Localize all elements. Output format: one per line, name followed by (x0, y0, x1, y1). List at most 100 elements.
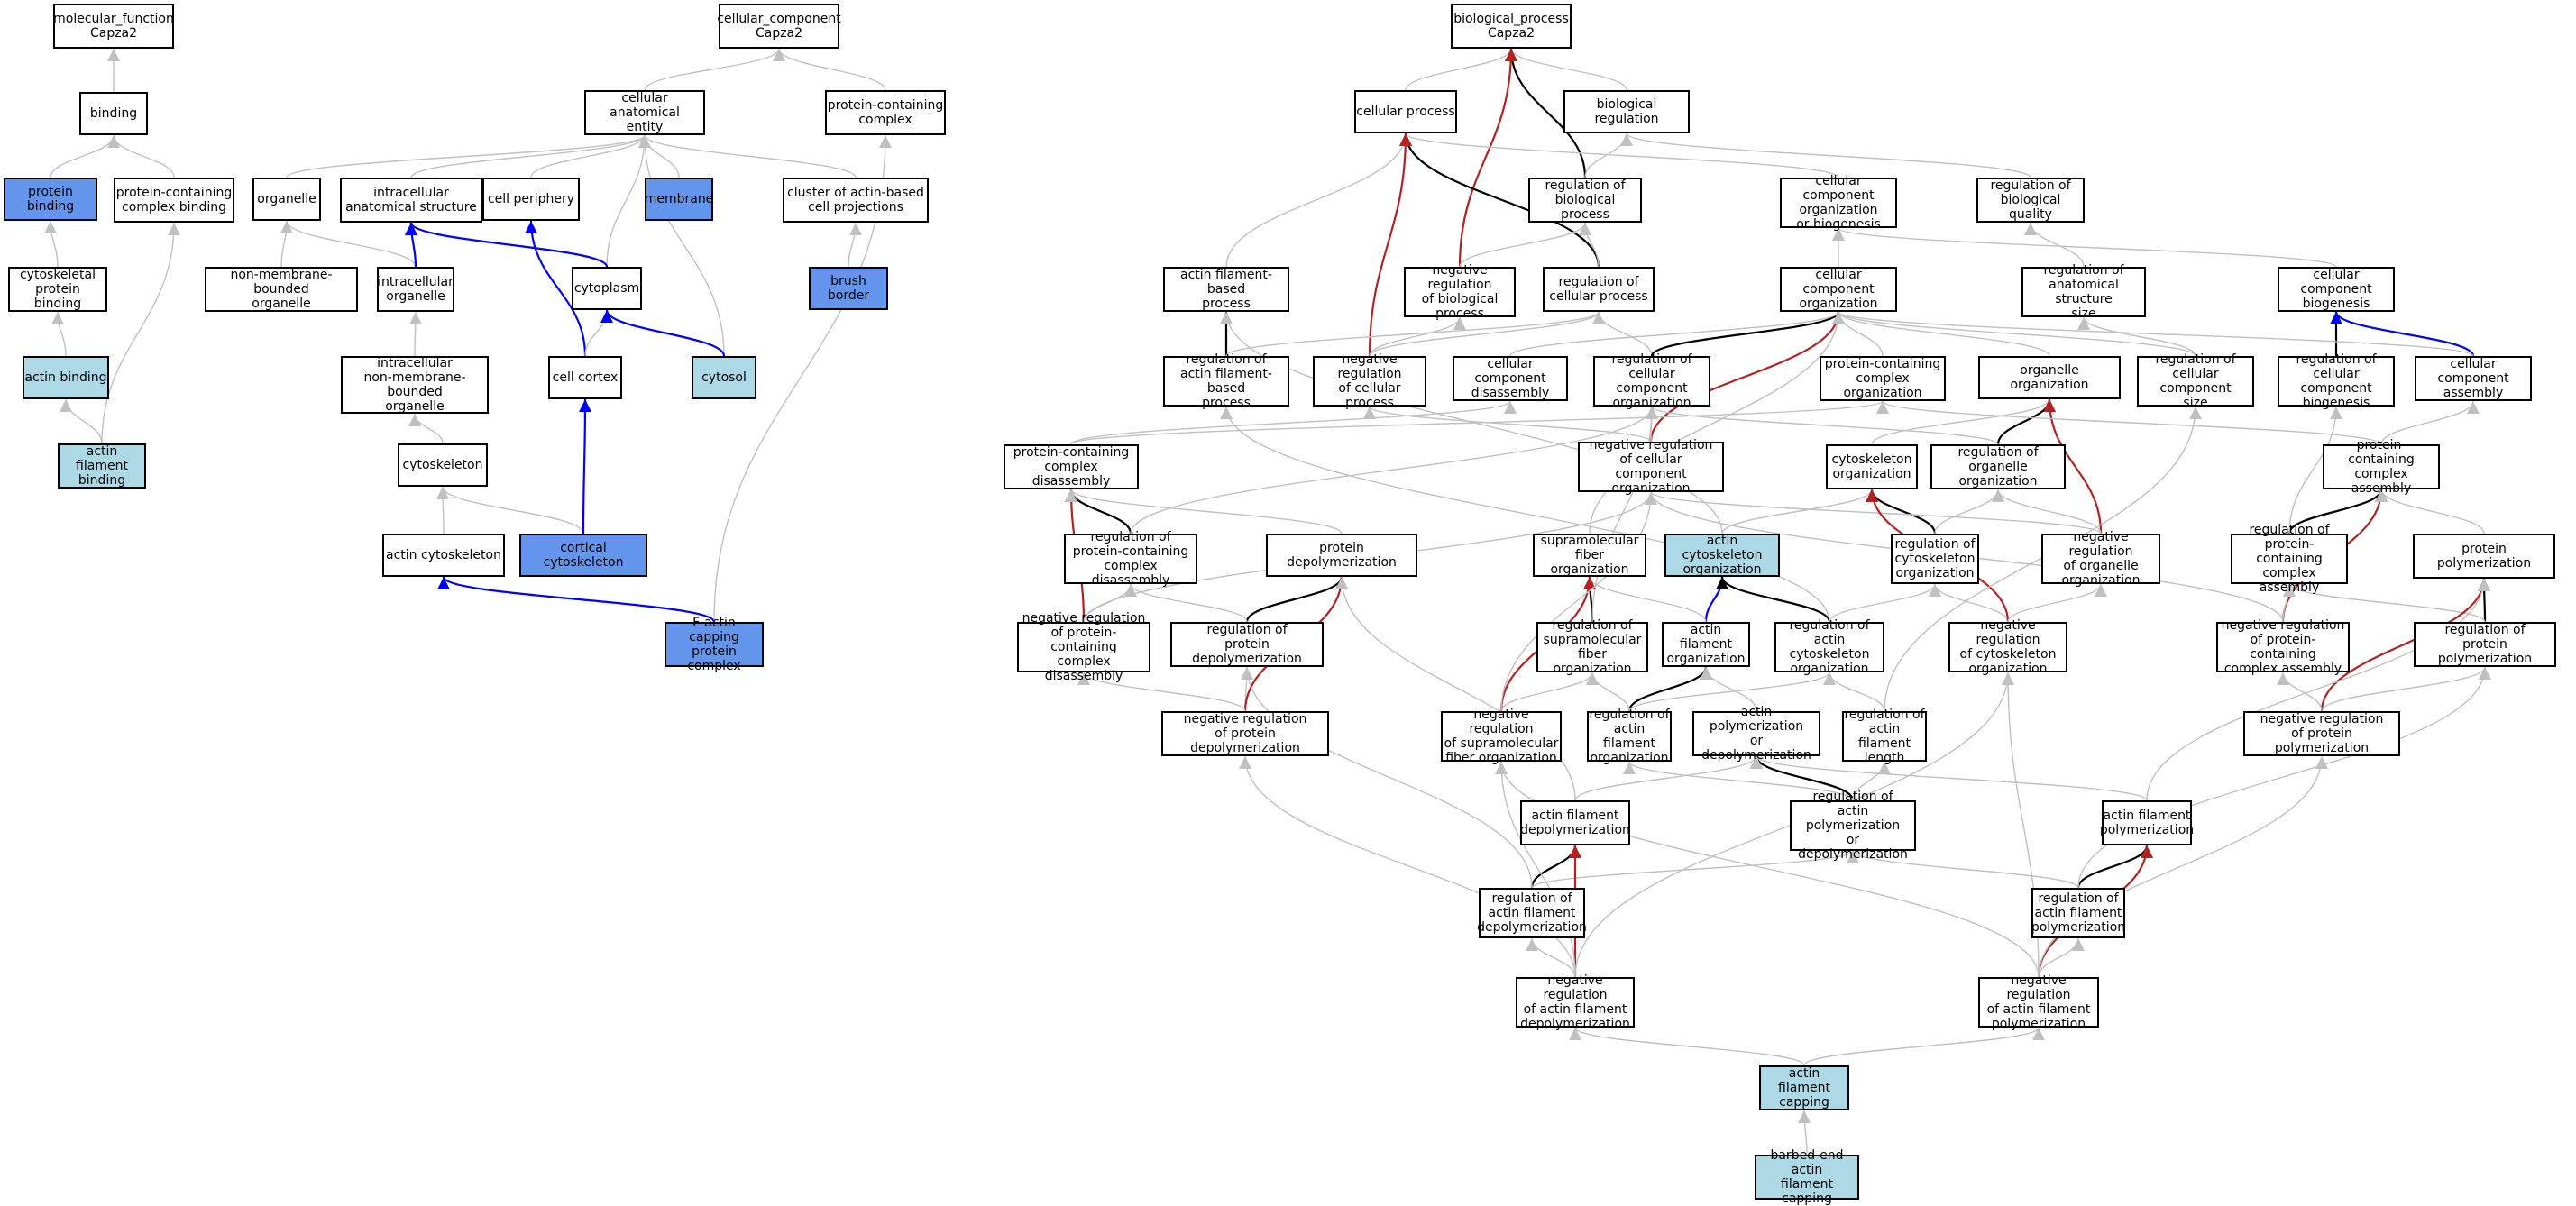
term-node-reg-actin-filament-org[interactable]: regulation of actin filament organizatio… (1587, 708, 1672, 765)
term-node-reg-pc-complex-disassembly[interactable]: regulation of protein-containing complex… (1064, 530, 1197, 588)
term-node-reg-cc-org[interactable]: regulation of cellular component organiz… (1593, 352, 1710, 410)
term-node-pc-complex[interactable]: protein-containing complex (825, 90, 946, 135)
term-node-membrane[interactable]: membrane (645, 178, 713, 221)
term-node-actin-filament-poly[interactable]: actin filament polymerization (2100, 800, 2194, 845)
edge-reg-organelle-org-to-reg-cc-org (1646, 406, 1999, 445)
term-node-cytoskeletal-pb[interactable]: cytoskeletal protein binding (8, 267, 107, 312)
edge-actin-filament-capping-to-neg-reg-actin-filament-depoly (1569, 1027, 1805, 1066)
term-node-neg-reg-actin-filament-poly[interactable]: negative regulation of actin filament po… (1978, 973, 2099, 1031)
edge-neg-reg-supramol-fiber-org-to-neg-reg-cc-org (1500, 491, 1657, 712)
term-node-cortical-cytoskeleton[interactable]: cortical cytoskeleton (519, 534, 647, 577)
term-node-neg-reg-cc-org[interactable]: negative regulation of cellular componen… (1578, 438, 1724, 496)
term-node-reg-pc-complex-assembly[interactable]: regulation of protein-containing complex… (2231, 523, 2348, 595)
edge-neg-reg-actin-filament-depoly-to-neg-reg-supramol-fiber-org (1495, 761, 1576, 978)
edge-reg-protein-depoly-to-reg-pc-complex-disassembly (1124, 583, 1248, 623)
term-node-cc-org[interactable]: cellular component organization (1780, 267, 1897, 312)
term-node-reg-actin-cytoskeleton-org[interactable]: regulation of actin cytoskeleton organiz… (1774, 618, 1884, 676)
edge-reg-pc-complex-disassembly-to-reg-cc-org (1130, 406, 1658, 534)
term-node-neg-reg-organelle-org[interactable]: negative regulation of organelle organiz… (2041, 530, 2160, 588)
term-node-cytosol[interactable]: cytosol (692, 356, 756, 399)
term-node-reg-organelle-org[interactable]: regulation of organelle organization (1930, 444, 2066, 489)
term-node-cc-root[interactable]: cellular_component Capza2 (717, 4, 841, 49)
term-node-actin-cytoskeleton-org[interactable]: actin cytoskeleton organization (1664, 534, 1780, 577)
term-node-neg-reg-pc-complex-disassembly[interactable]: negative regulation of protein-containin… (1017, 611, 1150, 683)
term-node-bp-root[interactable]: biological_process Capza2 (1451, 4, 1572, 49)
term-node-protein-binding[interactable]: protein binding (4, 178, 97, 221)
term-node-neg-reg-supramol-fiber-org[interactable]: negative regulation of supramolecular fi… (1441, 708, 1562, 765)
term-node-non-membrane-org[interactable]: non-membrane-bounded organelle (205, 267, 358, 312)
term-node-supramol-fiber-org[interactable]: supramolecular fiber organization (1533, 534, 1646, 577)
term-node-organelle-org[interactable]: organelle organization (1978, 356, 2121, 399)
edge-pc-complex-assembly-to-pc-complex-org (1876, 400, 2382, 445)
term-node-reg-actin-filament-length[interactable]: regulation of actin filament length (1842, 708, 1927, 765)
term-node-reg-bio-process[interactable]: regulation of biological process (1528, 178, 1642, 223)
term-node-actin-filament-org[interactable]: actin filament organization (1662, 622, 1750, 667)
term-node-reg-supramol-fiber-org[interactable]: regulation of supramolecular fiber organ… (1536, 618, 1648, 676)
term-node-neg-reg-bio-process[interactable]: negative regulation of biological proces… (1404, 263, 1516, 321)
edge-cc-disassembly-to-cc-org (1509, 311, 1845, 357)
term-node-intracellular-org[interactable]: intracellular organelle (377, 267, 454, 312)
term-node-cell-cortex[interactable]: cell cortex (548, 356, 622, 399)
term-node-reg-actin-poly-or-depoly[interactable]: regulation of actin polymerization or de… (1790, 790, 1916, 862)
term-node-pc-complex-binding[interactable]: protein-containing complex binding (114, 178, 234, 223)
term-node-neg-reg-protein-poly[interactable]: negative regulation of protein polymeriz… (2243, 711, 2400, 756)
term-node-cytoskeleton[interactable]: cytoskeleton (398, 443, 488, 487)
term-node-reg-protein-depoly[interactable]: regulation of protein depolymerization (1170, 622, 1324, 667)
term-node-cytoskeleton-org[interactable]: cytoskeleton organization (1826, 444, 1918, 489)
term-node-brush-border[interactable]: brush border (809, 267, 888, 310)
term-node-neg-reg-cytoskeleton-org[interactable]: negative regulation of cytoskeleton orga… (1948, 618, 2067, 676)
term-node-intra-nmb-org[interactable]: intracellular non-membrane-bounded organ… (341, 356, 489, 414)
term-node-ccob[interactable]: cellular component organization or bioge… (1780, 174, 1897, 232)
term-node-cc-disassembly[interactable]: cellular component disassembly (1453, 356, 1568, 401)
term-node-reg-cytoskeleton-org[interactable]: regulation of cytoskeleton organization (1891, 534, 1979, 584)
term-node-afbp[interactable]: actin filament-based process (1163, 267, 1289, 312)
term-node-cell-periphery[interactable]: cell periphery (482, 178, 580, 221)
term-node-reg-cc-biogenesis[interactable]: regulation of cellular component biogene… (2278, 352, 2395, 410)
edge-intra-nmb-org-to-intracellular-org (408, 311, 422, 357)
term-node-neg-reg-cell-process[interactable]: negative regulation of cellular process (1313, 352, 1426, 410)
term-node-organelle[interactable]: organelle (252, 178, 321, 221)
edge-reg-actin-filament-org-to-reg-supramol-fiber-org (1586, 672, 1630, 712)
term-node-reg-actin-filament-poly[interactable]: regulation of actin filament polymerizat… (2031, 888, 2125, 938)
edge-reg-actin-filament-org-to-reg-actin-cytoskeleton-org (1628, 672, 1836, 712)
term-node-mf-root[interactable]: molecular_function Capza2 (53, 4, 174, 49)
term-node-reg-bio-quality[interactable]: regulation of biological quality (1976, 178, 2085, 223)
term-node-cc-assembly[interactable]: cellular component assembly (2415, 356, 2532, 401)
term-node-cytoplasm[interactable]: cytoplasm (572, 267, 642, 310)
term-node-pc-complex-disassembly[interactable]: protein-containing complex disassembly (1004, 444, 1139, 489)
term-node-actin-filament-capping[interactable]: actin filament capping (1759, 1065, 1849, 1110)
term-node-neg-reg-actin-filament-depoly[interactable]: negative regulation of actin filament de… (1516, 973, 1635, 1031)
term-node-cluster-actin[interactable]: cluster of actin-based cell projections (783, 178, 929, 223)
term-node-actin-binding[interactable]: actin binding (23, 356, 109, 399)
term-node-reg-anat-size[interactable]: regulation of anatomical structure size (2021, 263, 2146, 321)
term-node-binding[interactable]: binding (79, 92, 148, 135)
term-node-actin-filament-depoly[interactable]: actin filament depolymerization (1520, 800, 1630, 845)
edge-cytosol-to-cytoplasm (600, 309, 726, 357)
term-node-pc-complex-assembly[interactable]: protein-containing complex assembly (2323, 438, 2440, 496)
term-node-barbed-end-capping[interactable]: barbed-end actin filament capping (1755, 1148, 1859, 1206)
term-node-pc-complex-org[interactable]: protein-containing complex organization (1820, 356, 1946, 401)
term-node-reg-afbp[interactable]: regulation of actin filament-based proce… (1163, 352, 1289, 410)
term-node-biological-regulation[interactable]: biological regulation (1563, 90, 1690, 133)
term-node-protein-poly[interactable]: protein polymerization (2413, 534, 2555, 579)
edge-supramol-fiber-org-to-cc-org (1589, 311, 1845, 534)
edge-protein-depoly-to-pc-complex-disassembly (1065, 489, 1343, 534)
term-node-neg-reg-protein-depoly[interactable]: negative regulation of protein depolymer… (1161, 711, 1329, 756)
term-node-cell-anat[interactable]: cellular anatomical entity (584, 90, 705, 135)
term-node-reg-protein-poly[interactable]: regulation of protein polymerization (2414, 622, 2556, 667)
term-node-intracellular-anat[interactable]: intracellular anatomical structure (340, 178, 482, 223)
term-node-actin-poly-or-depoly[interactable]: actin polymerization or depolymerization (1692, 705, 1820, 763)
term-node-cellular-process[interactable]: cellular process (1354, 90, 1457, 133)
term-node-reg-cell-process[interactable]: regulation of cellular process (1543, 267, 1655, 312)
term-node-protein-depoly[interactable]: protein depolymerization (1266, 534, 1417, 577)
term-node-reg-cc-size[interactable]: regulation of cellular component size (2137, 352, 2254, 410)
term-node-neg-reg-pc-complex-assembly[interactable]: negative regulation of protein-containin… (2216, 618, 2350, 676)
term-node-cc-biogenesis[interactable]: cellular component biogenesis (2278, 267, 2395, 312)
edge-cortical-cytoskeleton-to-cell-cortex (578, 398, 591, 534)
term-node-actin-cytoskeleton[interactable]: actin cytoskeleton (382, 534, 505, 577)
term-node-factin-capping[interactable]: F-actin capping protein complex (665, 616, 764, 673)
edge-neg-reg-cytoskeleton-org-to-reg-cytoskeleton-org (1929, 583, 2009, 623)
term-node-reg-actin-filament-depoly[interactable]: regulation of actin filament depolymeriz… (1477, 888, 1587, 938)
term-node-actin-filament-binding[interactable]: actin filament binding (58, 443, 146, 489)
